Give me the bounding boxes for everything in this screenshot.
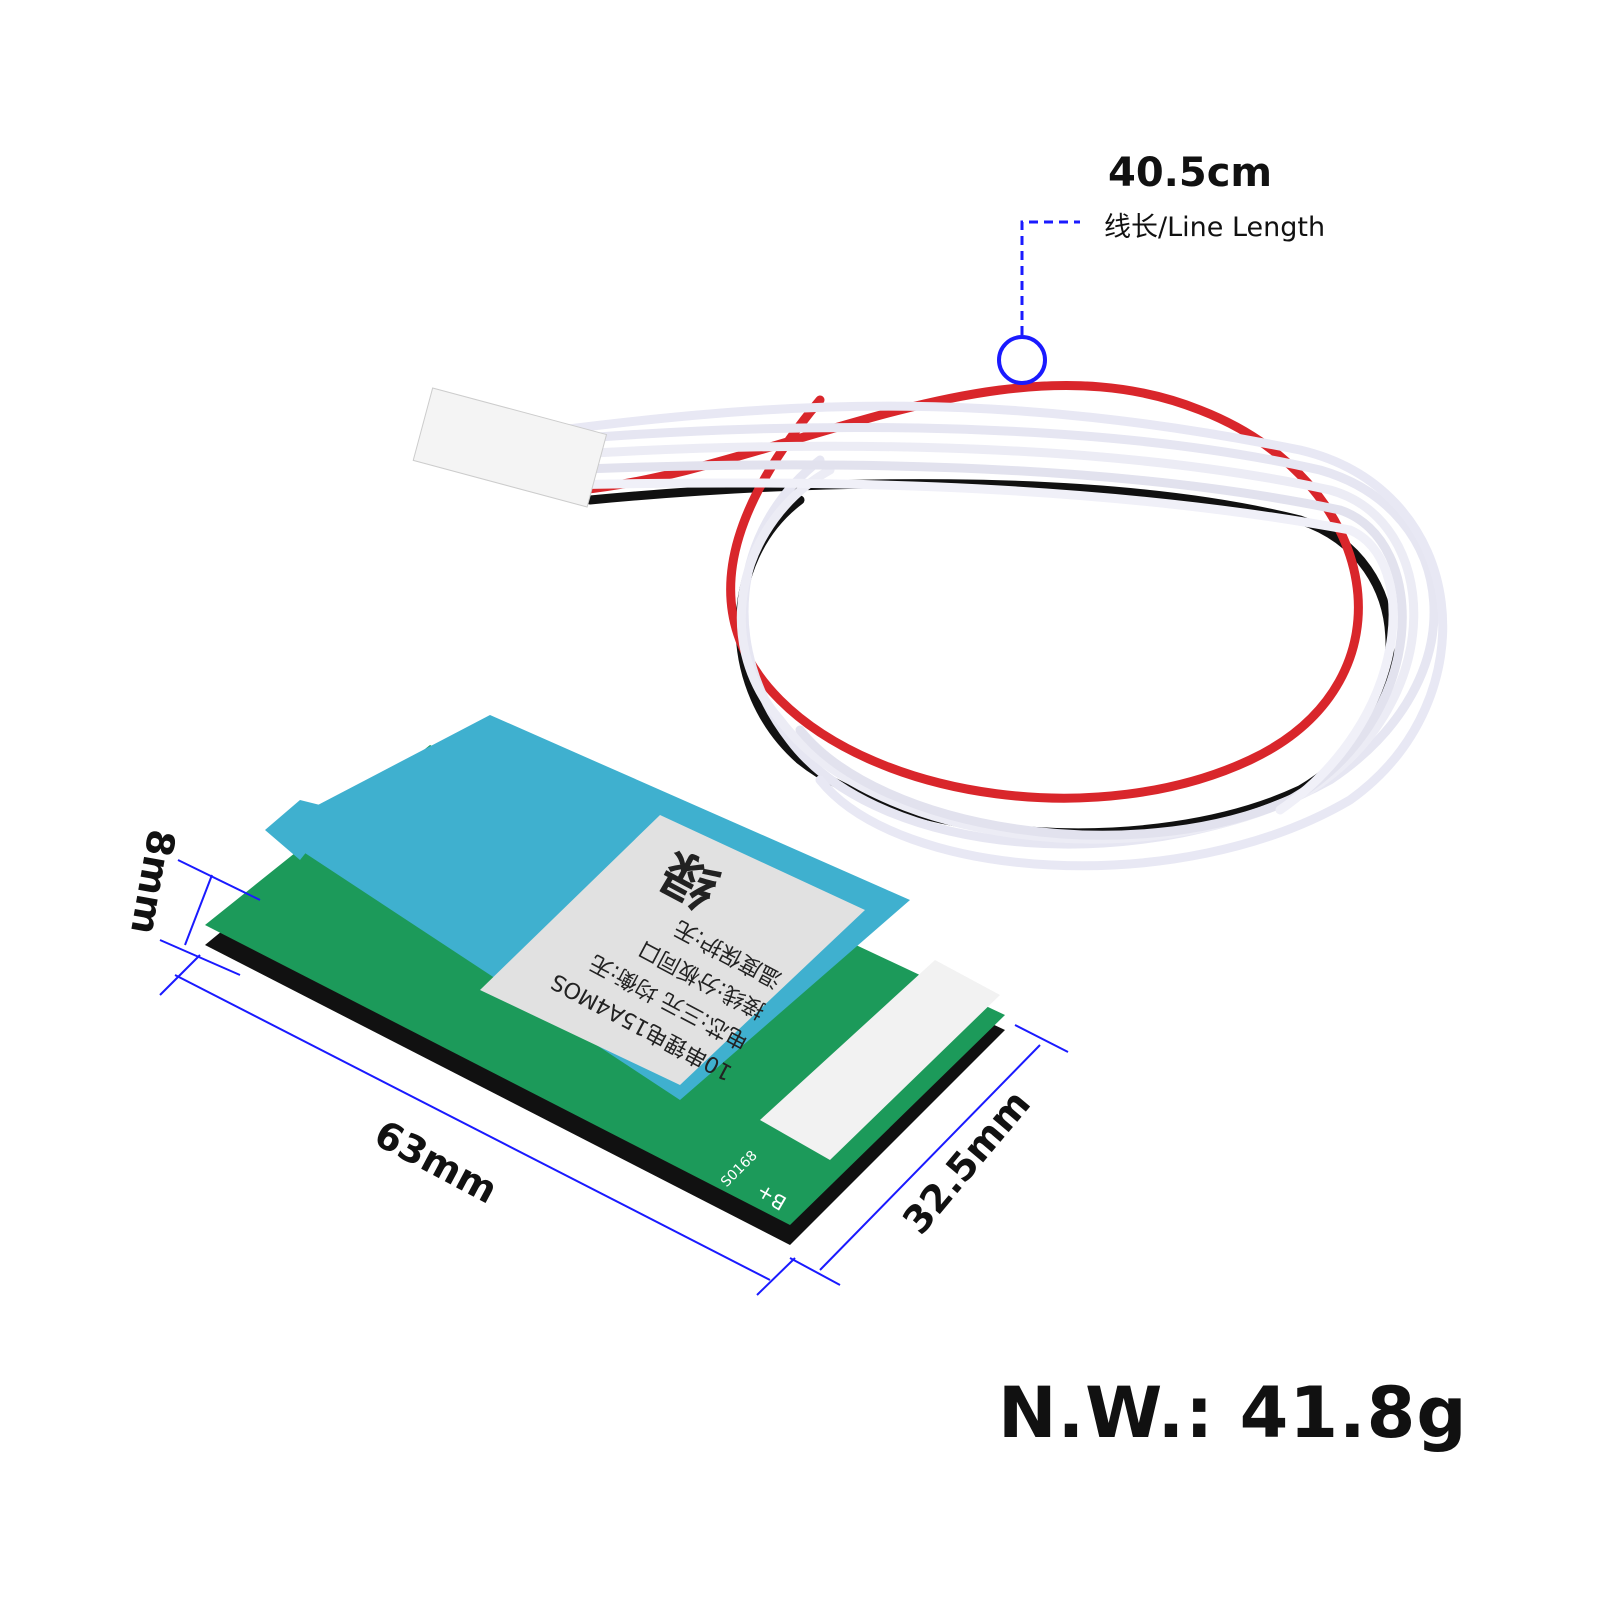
board-label (480, 815, 865, 1085)
wire-connector (412, 387, 608, 508)
line-length-marker (997, 220, 1080, 385)
balance-connector (760, 960, 1000, 1160)
dimension-lines (159, 859, 1069, 1296)
net-weight: N.W.: 41.8g (998, 1372, 1468, 1454)
line-length-value: 40.5cm (1108, 150, 1273, 196)
bms-board: 10串锂电15A4MOS 电芯:三元 均衡:无 接线:分板同口 温度保护:无 绿… (205, 715, 1005, 1245)
line-length-label: 线长/Line Length (1104, 212, 1326, 243)
wire-harness (555, 381, 1448, 871)
